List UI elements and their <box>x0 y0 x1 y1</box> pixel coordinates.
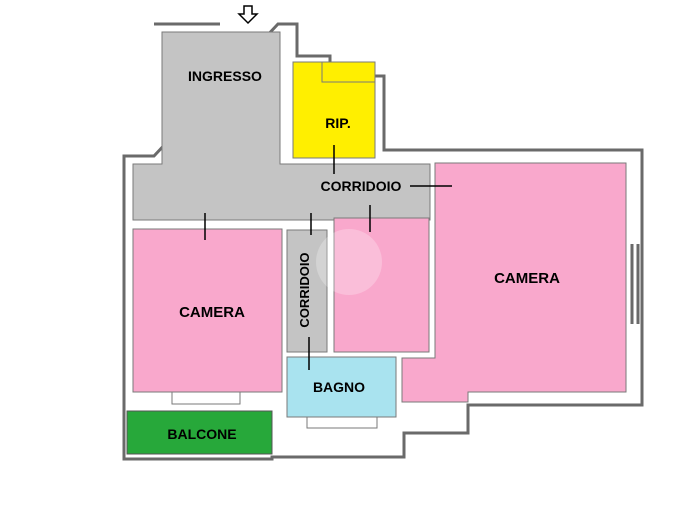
ripostiglio-room <box>292 61 376 159</box>
ingresso-room <box>132 31 431 221</box>
bagno-label: BAGNO <box>313 379 365 395</box>
walls <box>122 22 644 461</box>
camera-right-room <box>401 162 627 403</box>
camera-left-label: CAMERA <box>179 304 245 321</box>
down-arrow-icon <box>237 5 259 25</box>
balcone-label: BALCONE <box>167 426 236 442</box>
door-marks <box>204 145 452 370</box>
ripostiglio-label: RIP. <box>325 115 350 131</box>
ingresso-area <box>132 31 431 221</box>
corridoio-vertical-room <box>286 229 328 353</box>
balcone-room <box>126 410 273 455</box>
bagno-room <box>286 356 397 418</box>
small-room <box>333 217 430 353</box>
corridoio-vertical-label: CORRIDOIO <box>297 252 312 327</box>
camera-left-room <box>132 228 283 393</box>
camera-right-label: CAMERA <box>494 270 560 287</box>
corridoio-main-label: CORRIDOIO <box>321 178 402 194</box>
watermark-logo <box>316 229 382 295</box>
ingresso-label: INGRESSO <box>188 68 262 84</box>
